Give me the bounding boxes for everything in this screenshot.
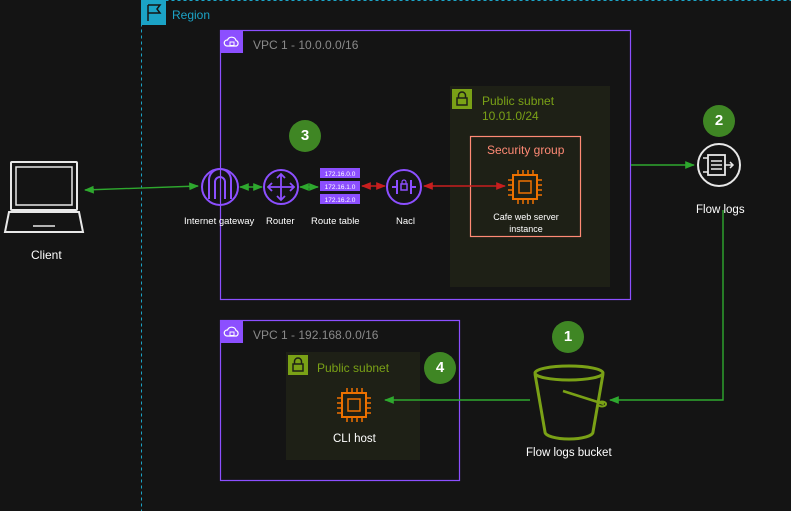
internet-gateway-label: Internet gateway	[184, 216, 255, 227]
padlock-icon	[287, 354, 309, 376]
route-entry-3: 172.16.2.0	[325, 197, 356, 204]
step-badge-4	[424, 352, 456, 384]
flow-logs-label: Flow logs	[696, 204, 745, 216]
step-badge-1	[552, 321, 584, 353]
region-boundary	[141, 0, 791, 511]
route-entry-1: 172.16.0.0	[325, 171, 356, 178]
step-number-4: 4	[435, 359, 445, 376]
cli-host-label: CLI host	[333, 433, 376, 445]
nacl-label: Nacl	[396, 216, 416, 227]
step-number-2: 2	[714, 112, 724, 129]
public-subnet-1-cidr: 10.01.0/24	[482, 109, 539, 123]
cloud-lock-icon	[220, 320, 244, 344]
route-table-label: Route table	[311, 216, 360, 227]
web-server-label-line2: instance	[509, 224, 543, 234]
client-igw-connector	[84, 182, 199, 194]
public-subnet-1-label: Public subnet	[482, 94, 555, 108]
web-server-label-line1: Cafe web server	[493, 212, 559, 222]
public-subnet-2	[286, 352, 420, 460]
route-table-icon: 172.16.0.0 172.16.1.0 172.16.2.0	[320, 168, 360, 204]
bucket-icon	[533, 364, 607, 441]
vpc-1-label: VPC 1 - 10.0.0.0/16	[253, 38, 359, 52]
flowlogs-bucket-connector	[609, 210, 724, 404]
flow-logs-icon	[697, 143, 741, 187]
step-badge-3	[289, 120, 321, 152]
router-icon	[263, 169, 299, 205]
padlock-icon	[451, 88, 473, 110]
vpc-2-label: VPC 1 - 192.168.0.0/16	[253, 328, 379, 342]
cloud-lock-icon	[220, 30, 244, 54]
step-number-1: 1	[563, 328, 573, 345]
client-label: Client	[31, 248, 62, 262]
public-subnet-2-label: Public subnet	[317, 361, 390, 375]
nacl-icon	[386, 169, 422, 205]
flow-logs-bucket-label: Flow logs bucket	[526, 447, 612, 459]
region-label: Region	[172, 8, 211, 22]
laptop-icon	[3, 161, 85, 233]
vpc-1-boundary	[219, 29, 632, 301]
flag-icon	[141, 0, 166, 25]
step-number-3: 3	[300, 127, 310, 144]
step-badge-2	[703, 105, 735, 137]
security-group-label: Security group	[487, 143, 565, 157]
internet-gateway-icon	[201, 168, 239, 206]
route-entry-2: 172.16.1.0	[325, 184, 356, 191]
router-label: Router	[266, 216, 295, 227]
